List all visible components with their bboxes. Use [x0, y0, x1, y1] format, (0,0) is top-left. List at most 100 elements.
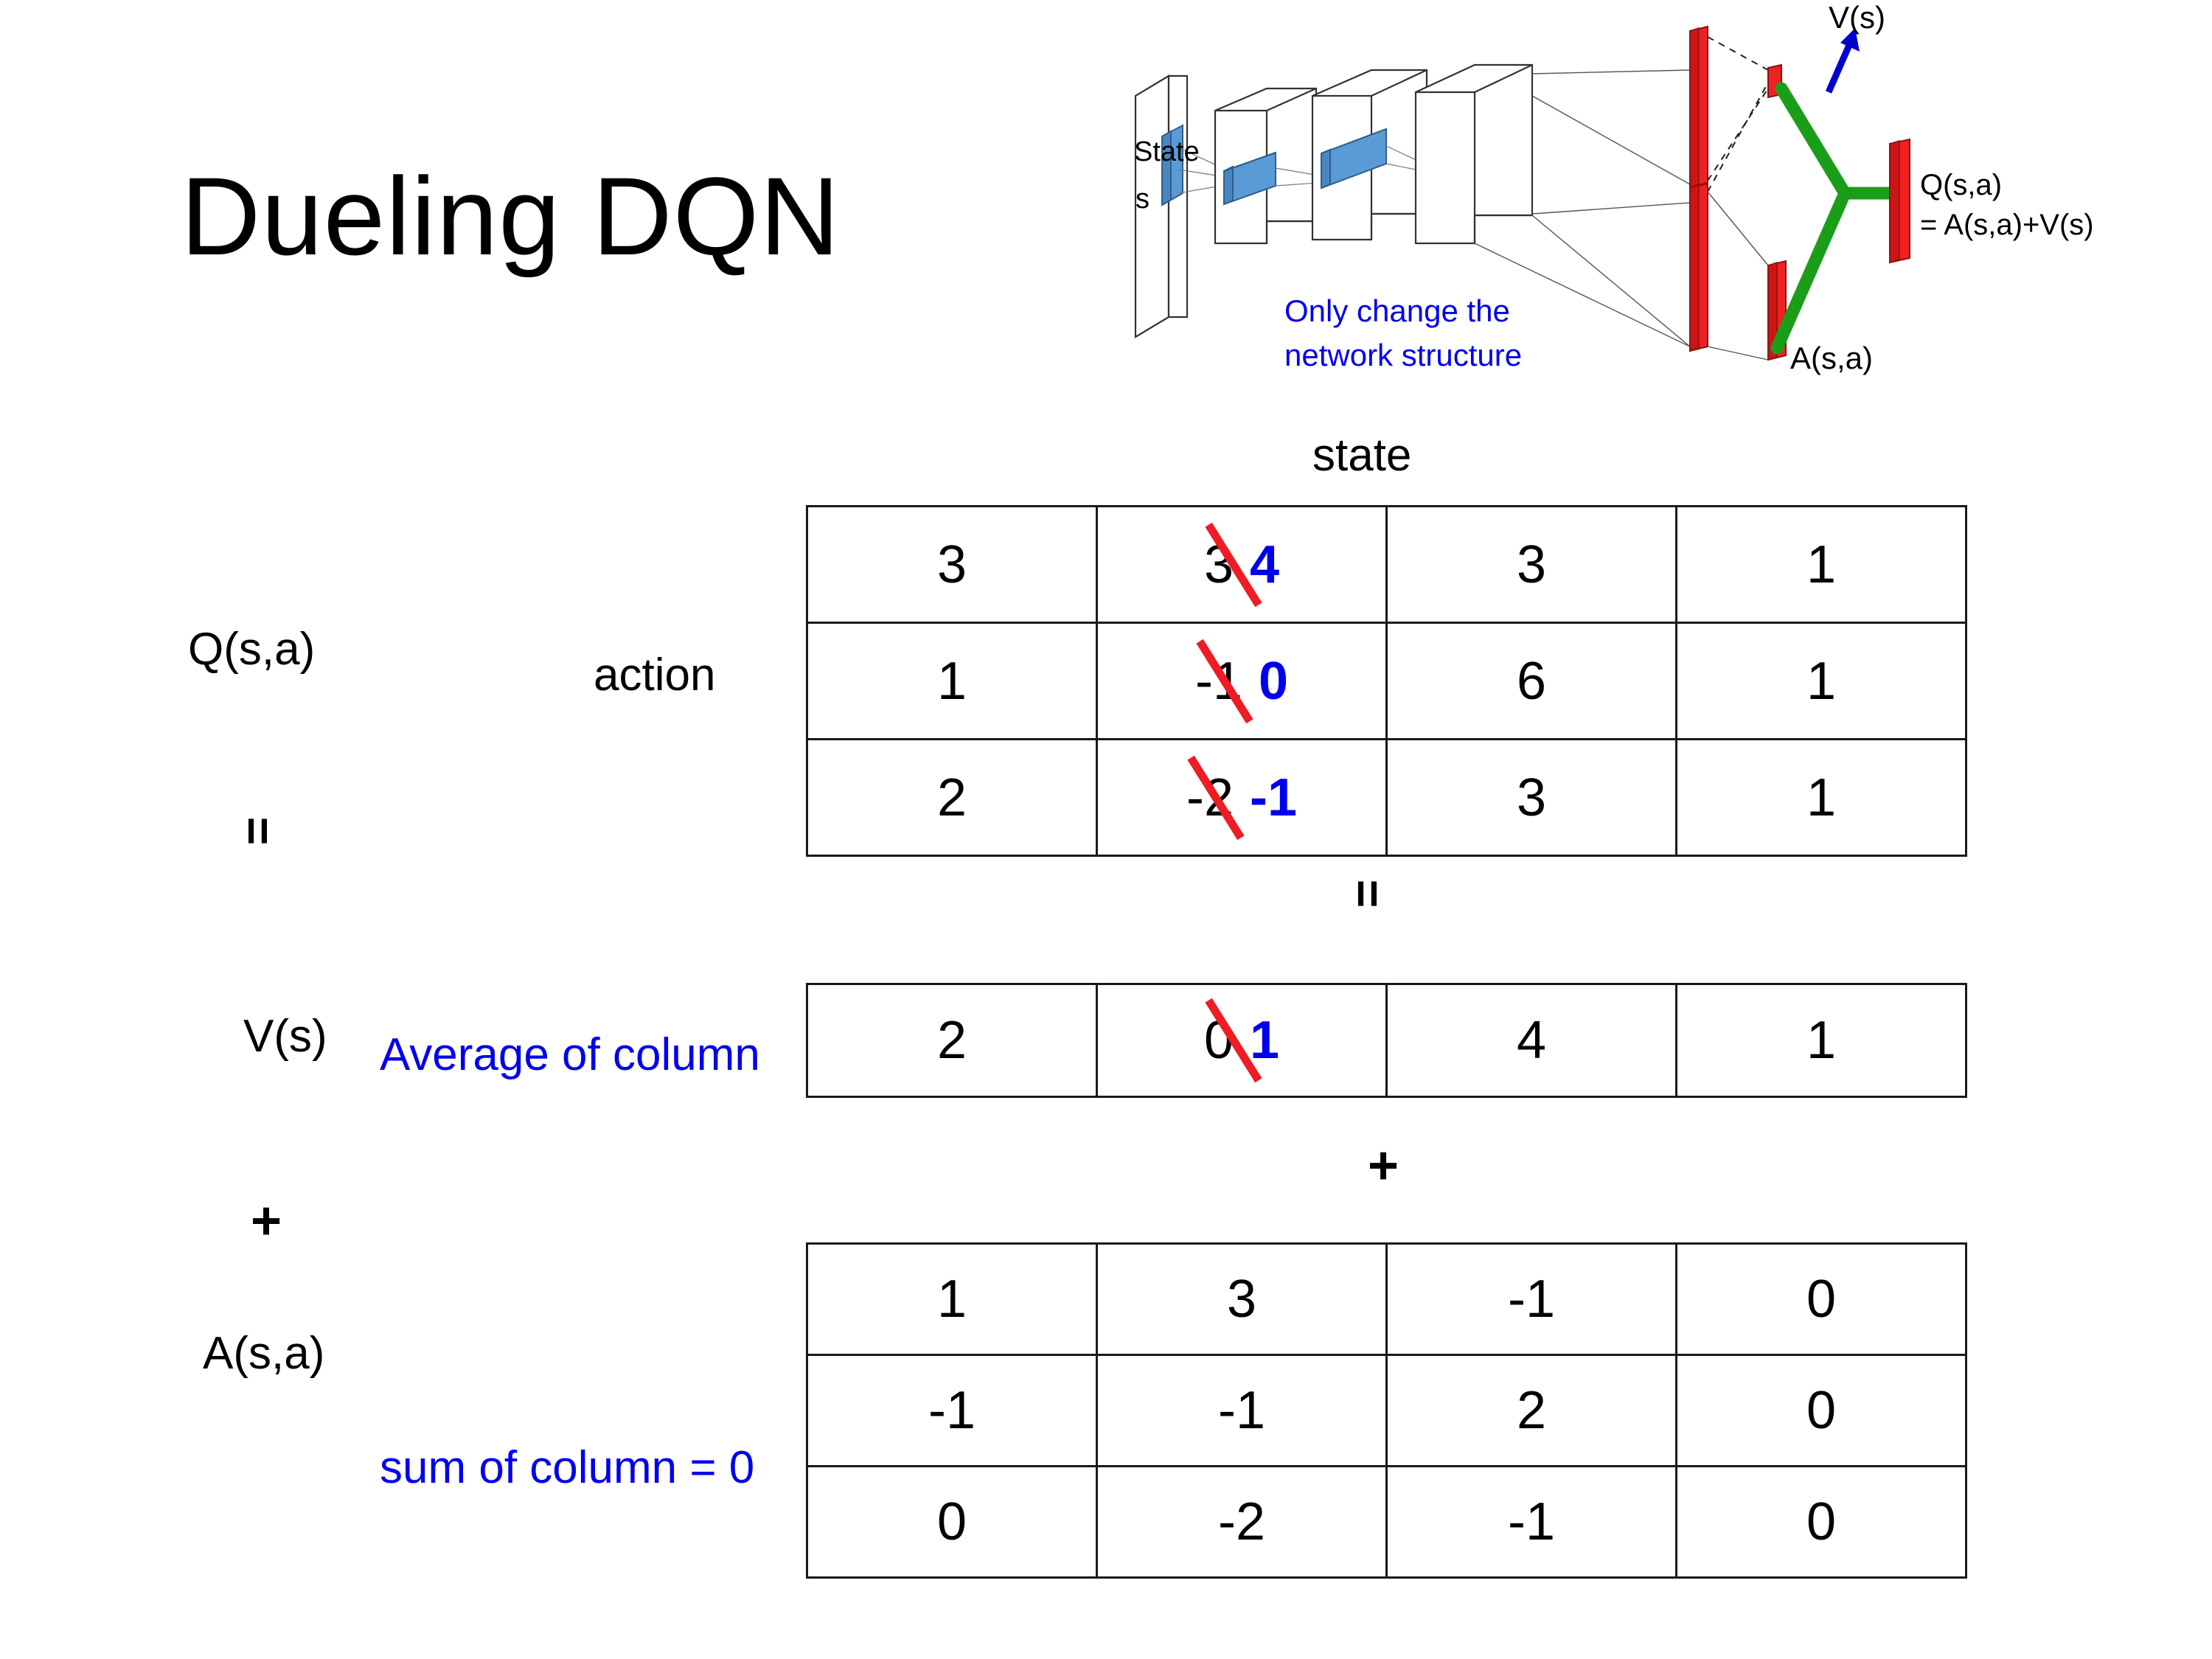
cell-value: 3 [936, 535, 967, 594]
cell-corrected-value: -1 [1250, 768, 1298, 827]
cell-value: 0 [1806, 1270, 1837, 1329]
v-value-table: 2 0 1 4 1 [806, 983, 1967, 1098]
cell-corrected-value: 1 [1250, 1011, 1280, 1070]
cell-a-2-3: 0 [1675, 1465, 1967, 1579]
cell-value: -1 [928, 1381, 976, 1440]
q-output-bar-icon [1889, 138, 1910, 264]
a-value-table: 1 3 -1 0 -1 -1 2 0 0 -2 -1 0 [806, 1242, 1967, 1579]
cell-a-0-3: 0 [1675, 1242, 1967, 1356]
q-output-label-line2: = A(s,a)+V(s) [1920, 209, 2094, 241]
table-row: -1 -1 2 0 [806, 1354, 1967, 1467]
struck-value-wrapper: 0 [1203, 998, 1262, 1083]
cell-v-0-1: 0 1 [1096, 983, 1388, 1098]
stream-split-lines [1474, 69, 1691, 347]
table-row: 3 3 4 3 1 [806, 505, 1967, 624]
struck-value-wrapper: 3 [1203, 522, 1262, 607]
cell-value: 3 [1516, 535, 1547, 594]
cell-q-0-3: 1 [1675, 505, 1967, 624]
cell-corrected-value: 4 [1250, 535, 1280, 594]
input-slab-icon [1161, 124, 1183, 206]
cell-a-1-1: -1 [1096, 1354, 1388, 1467]
state-axis-label: state [1312, 430, 1412, 481]
cell-value: 1 [936, 1270, 967, 1329]
cell-q-0-0: 3 [806, 505, 1098, 624]
cell-q-0-2: 3 [1385, 505, 1677, 624]
cell-value: -1 [1217, 1381, 1266, 1440]
cell-old-value: 3 [1203, 535, 1234, 594]
cell-value: -1 [1507, 1492, 1556, 1551]
cell-q-2-2: 3 [1385, 738, 1677, 857]
conv-slab-2-icon [1321, 128, 1387, 189]
diagram-note-line1: Only change the [1284, 293, 1510, 328]
table-row: 2 0 1 4 1 [806, 983, 1967, 1098]
diagram-note-line2: network structure [1284, 338, 1522, 372]
q-value-table: 3 3 4 3 1 1 [806, 505, 1967, 857]
conv-block-3-icon [1414, 63, 1534, 245]
cell-value: 1 [1806, 651, 1837, 711]
cell-a-2-0: 0 [806, 1465, 1098, 1579]
struck-value-wrapper: -2 [1186, 755, 1245, 840]
cell-value: 4 [1516, 1011, 1547, 1070]
cell-old-value: 0 [1203, 1011, 1234, 1070]
cell-q-2-1: -2 -1 [1096, 738, 1388, 857]
cell-corrected-value: 0 [1258, 651, 1289, 711]
cell-value: 2 [936, 1011, 967, 1070]
action-axis-label: action [594, 650, 716, 700]
cell-a-1-2: 2 [1385, 1354, 1677, 1467]
merge-connector-icon [1770, 82, 1896, 355]
cell-a-1-0: -1 [806, 1354, 1098, 1467]
advantage-lines [1707, 191, 1769, 361]
cell-a-0-1: 3 [1096, 1242, 1388, 1356]
advantage-output-label: A(s,a) [1790, 341, 1873, 375]
cell-a-0-0: 1 [806, 1242, 1098, 1356]
table-row: 1 3 -1 0 [806, 1242, 1967, 1356]
state-label-line1: State [1134, 136, 1200, 167]
table-row: 2 -2 -1 3 1 [806, 738, 1967, 857]
cell-value: 1 [1806, 768, 1837, 827]
cell-value: 2 [1516, 1381, 1547, 1440]
equals-sign-middle: = [1340, 879, 1396, 910]
a-row-label: A(s,a) [203, 1328, 325, 1379]
cell-q-1-0: 1 [806, 622, 1098, 740]
state-label-line2: s [1135, 184, 1150, 215]
cell-a-0-2: -1 [1385, 1242, 1677, 1356]
cell-q-1-1: -1 0 [1096, 622, 1388, 740]
value-output-label: V(s) [1829, 0, 1885, 35]
cell-q-0-1: 3 4 [1096, 505, 1388, 624]
cell-a-1-3: 0 [1675, 1354, 1967, 1467]
cell-value: 3 [1516, 768, 1547, 827]
equals-sign-left: = [231, 816, 286, 847]
advantage-hidden-bar-icon [1689, 182, 1708, 352]
value-arrow-icon [1825, 28, 1860, 94]
cell-value: 0 [1806, 1492, 1837, 1551]
note-average-of-column: Average of column [380, 1029, 760, 1080]
cell-old-value: -1 [1194, 651, 1242, 711]
cell-value: 0 [1806, 1381, 1837, 1440]
dueling-network-diagram: State s Only change the network structur… [1091, 0, 2212, 413]
cell-value: 1 [1806, 535, 1837, 594]
note-sum-of-column: sum of column = 0 [380, 1442, 755, 1493]
table-row: 1 -1 0 6 1 [806, 622, 1967, 740]
cell-value: -2 [1217, 1492, 1266, 1551]
page-title: Dueling DQN [181, 154, 841, 278]
cell-a-2-2: -1 [1385, 1465, 1677, 1579]
table-row: 0 -2 -1 0 [806, 1465, 1967, 1579]
cell-value: 6 [1516, 651, 1547, 711]
cell-v-0-3: 1 [1675, 983, 1967, 1098]
cell-q-1-3: 1 [1675, 622, 1967, 740]
plus-sign-left: + [251, 1192, 282, 1251]
value-dashed-lines [1707, 36, 1769, 192]
struck-value-wrapper: -1 [1194, 639, 1253, 723]
q-output-label-line1: Q(s,a) [1920, 169, 2002, 201]
cell-value: 1 [936, 651, 967, 711]
cell-value: -1 [1507, 1270, 1556, 1329]
cell-q-2-3: 1 [1675, 738, 1967, 857]
cell-q-2-0: 2 [806, 738, 1098, 857]
cell-value: 3 [1226, 1270, 1257, 1329]
cell-old-value: -2 [1186, 768, 1234, 827]
cell-v-0-2: 4 [1385, 983, 1677, 1098]
value-hidden-bar-icon [1689, 25, 1708, 189]
cell-value: 1 [1806, 1011, 1837, 1070]
q-row-label: Q(s,a) [188, 624, 316, 675]
plus-sign-middle: + [1368, 1136, 1399, 1195]
